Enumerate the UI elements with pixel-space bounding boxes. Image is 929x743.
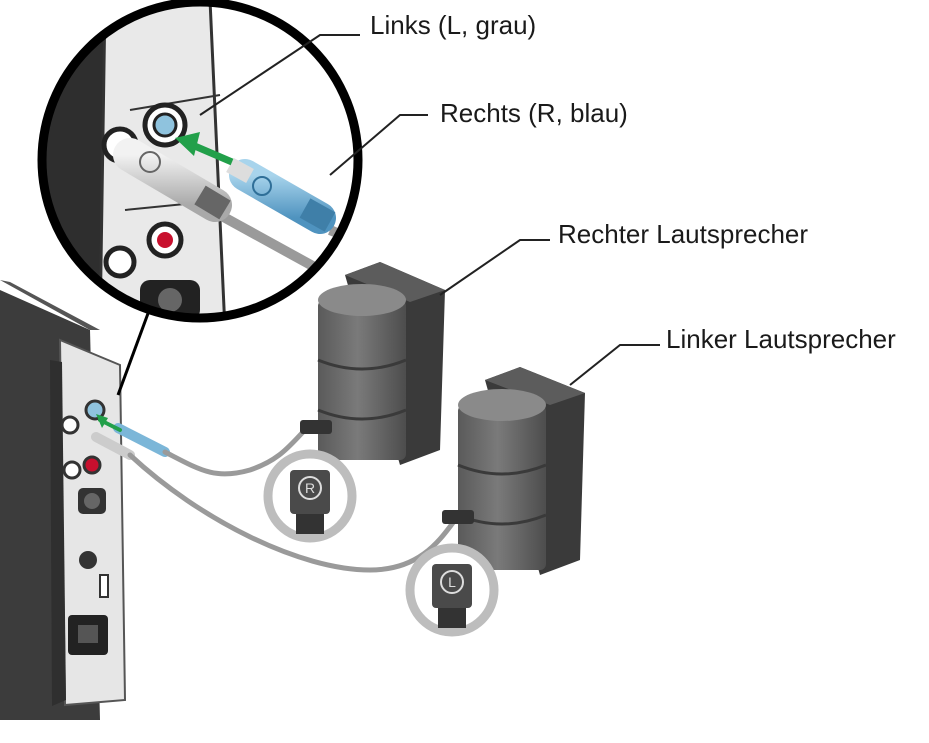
- right-speaker: [300, 262, 445, 465]
- console-jack-left: [60, 415, 80, 435]
- right-badge: R: [263, 449, 357, 543]
- label-left-cable: Links (L, grau): [370, 10, 537, 40]
- label-right-cable: Rechts (R, blau): [440, 98, 628, 128]
- callout-lines: [199, 34, 660, 386]
- console-jack-right: [84, 399, 106, 421]
- left-badge-letter: L: [448, 574, 456, 590]
- left-speaker: [442, 367, 585, 575]
- left-badge: L: [405, 543, 499, 637]
- grey-plug: [113, 138, 323, 275]
- label-right-speaker: Rechter Lautsprecher: [558, 219, 809, 249]
- insert-arrow: [175, 132, 234, 166]
- cables: [127, 427, 458, 573]
- label-left-speaker: Linker Lautsprecher: [666, 324, 896, 354]
- left-cable: [127, 452, 458, 573]
- right-badge-letter: R: [305, 480, 315, 496]
- console-unit: [0, 280, 170, 720]
- zoom-detail: [37, 0, 363, 323]
- right-cable: [162, 427, 308, 477]
